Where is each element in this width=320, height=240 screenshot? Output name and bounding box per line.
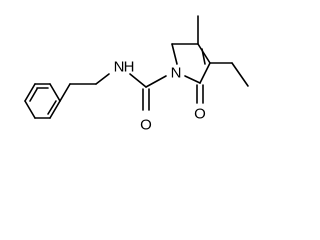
bond [95,73,110,85]
bond [49,100,61,119]
bond [145,75,167,88]
atom-labels: N H N O O [114,59,206,134]
ethyl-group [209,62,249,87]
bond [24,83,36,102]
amide-hydrogen-label: H [124,59,135,76]
amide-nitrogen-label: N [114,59,125,76]
pyrrolinone-ring [171,43,211,104]
chemical-structure: N H N O O [24,15,249,134]
bond [24,100,36,119]
bond [199,62,211,84]
bond [29,88,38,102]
amide-group [129,73,167,111]
bond [197,43,211,64]
ring-oxygen-label: O [194,106,206,123]
carbonyl-oxygen-label: O [140,117,152,134]
bond [129,73,147,88]
bond [231,62,249,87]
ring-nitrogen-label: N [171,65,182,82]
benzene-ring [24,83,61,119]
bond [171,43,178,65]
bond [184,75,201,84]
bond [49,83,61,102]
bond [59,83,71,102]
ethyl-linker [59,73,110,102]
bond [201,48,206,65]
bond [47,100,57,115]
